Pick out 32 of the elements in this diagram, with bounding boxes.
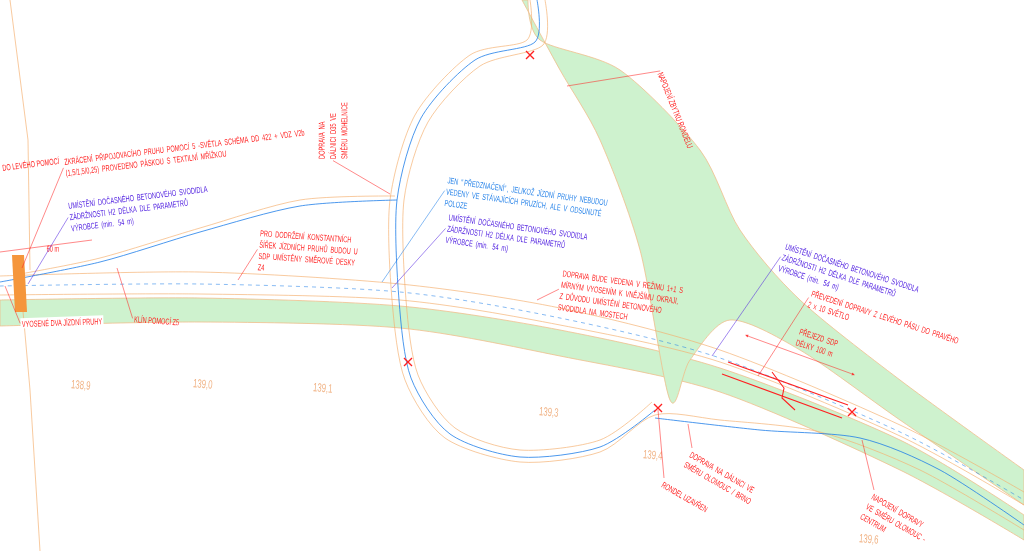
leader-line xyxy=(21,167,64,269)
chainage-number: 138,9 xyxy=(71,380,91,391)
leader-line xyxy=(332,160,391,195)
callout-text: UMÍSTĚNÍ DOČASNÉHO BETONOVÉHO SVODIDLA ZÁDRŽNOSTI H2 DÉLKA DLE PARAMETRŮ VÝROBCE (min. 54 m) xyxy=(68,186,208,232)
callout-text: VYOSENÉ DVA JÍZDNÍ PRUHY xyxy=(20,315,104,329)
chainage-number: 139,4 xyxy=(643,450,663,461)
dimension-label: 60 m xyxy=(46,245,59,252)
leader-line xyxy=(4,285,21,324)
chainage-number: 139,1 xyxy=(313,383,332,394)
chainage-number: 139,0 xyxy=(193,379,213,390)
leader-line xyxy=(861,439,875,491)
leader-line xyxy=(687,423,693,449)
leader-line xyxy=(711,256,781,357)
chainage-number: 139,3 xyxy=(539,407,559,418)
leader-line xyxy=(757,297,809,377)
callout-text: KLÍN POMOCÍ Z5 xyxy=(134,315,179,326)
callout-text: PRO DODRŽENÍ KONSTANTNÍCH ŠÍŘEK JÍZDNÍCH PRUHŮ BUDOU U SDP UMÍSTĚNY SMĚROVÉ DESKY Z4 xyxy=(257,230,358,271)
leader-line xyxy=(116,267,133,319)
leader-line xyxy=(536,288,560,301)
leader-line xyxy=(237,249,258,281)
callout-text: UMÍSTĚNÍ DOČASNÉHO BETONOVÉHO SVODIDLA ZÁDRŽNOSTI H2 DÉLKA DLE PARAMETRŮ VÝROBCE (min. 54 m) xyxy=(446,214,587,254)
leader-line xyxy=(27,217,69,285)
leader-line xyxy=(566,70,661,87)
dimension-label: PŘEJEZD SDP DÉLKY 100 m xyxy=(795,328,838,357)
leader-line xyxy=(657,409,665,479)
leader-line xyxy=(391,228,446,289)
callout-text: DOPRAVA NA DÁLNICI D35 VE SMĚRU MOHELNICE xyxy=(318,102,348,159)
chainage-number: 139,6 xyxy=(859,534,879,545)
note-text: DO LEVÉHO POMOCÍ xyxy=(2,156,60,171)
leader-line xyxy=(381,190,445,283)
callout-text: ZKRÁCENÍ PŘIPOJOVACÍHO PRUHU POMOCÍ 5 -SVĚTLA SCHÉMA DD 422 + VDZ V2b (1,5/1,5/0,25) PROVEDENO PÁSKOU S TEXTILNÍ MŘÍŽKOU xyxy=(64,129,305,178)
callout-text: DOPRAVA BUDE VEDENA V REŽIMU 1+1 S MÍRNÝM VYOSENÍM K VNĚJŠÍMU OKRAJI, Z DŮVODU UMÍSTĚNÍ BETONOVÉHO SVODIDLA NA MOSTECH xyxy=(558,270,683,320)
